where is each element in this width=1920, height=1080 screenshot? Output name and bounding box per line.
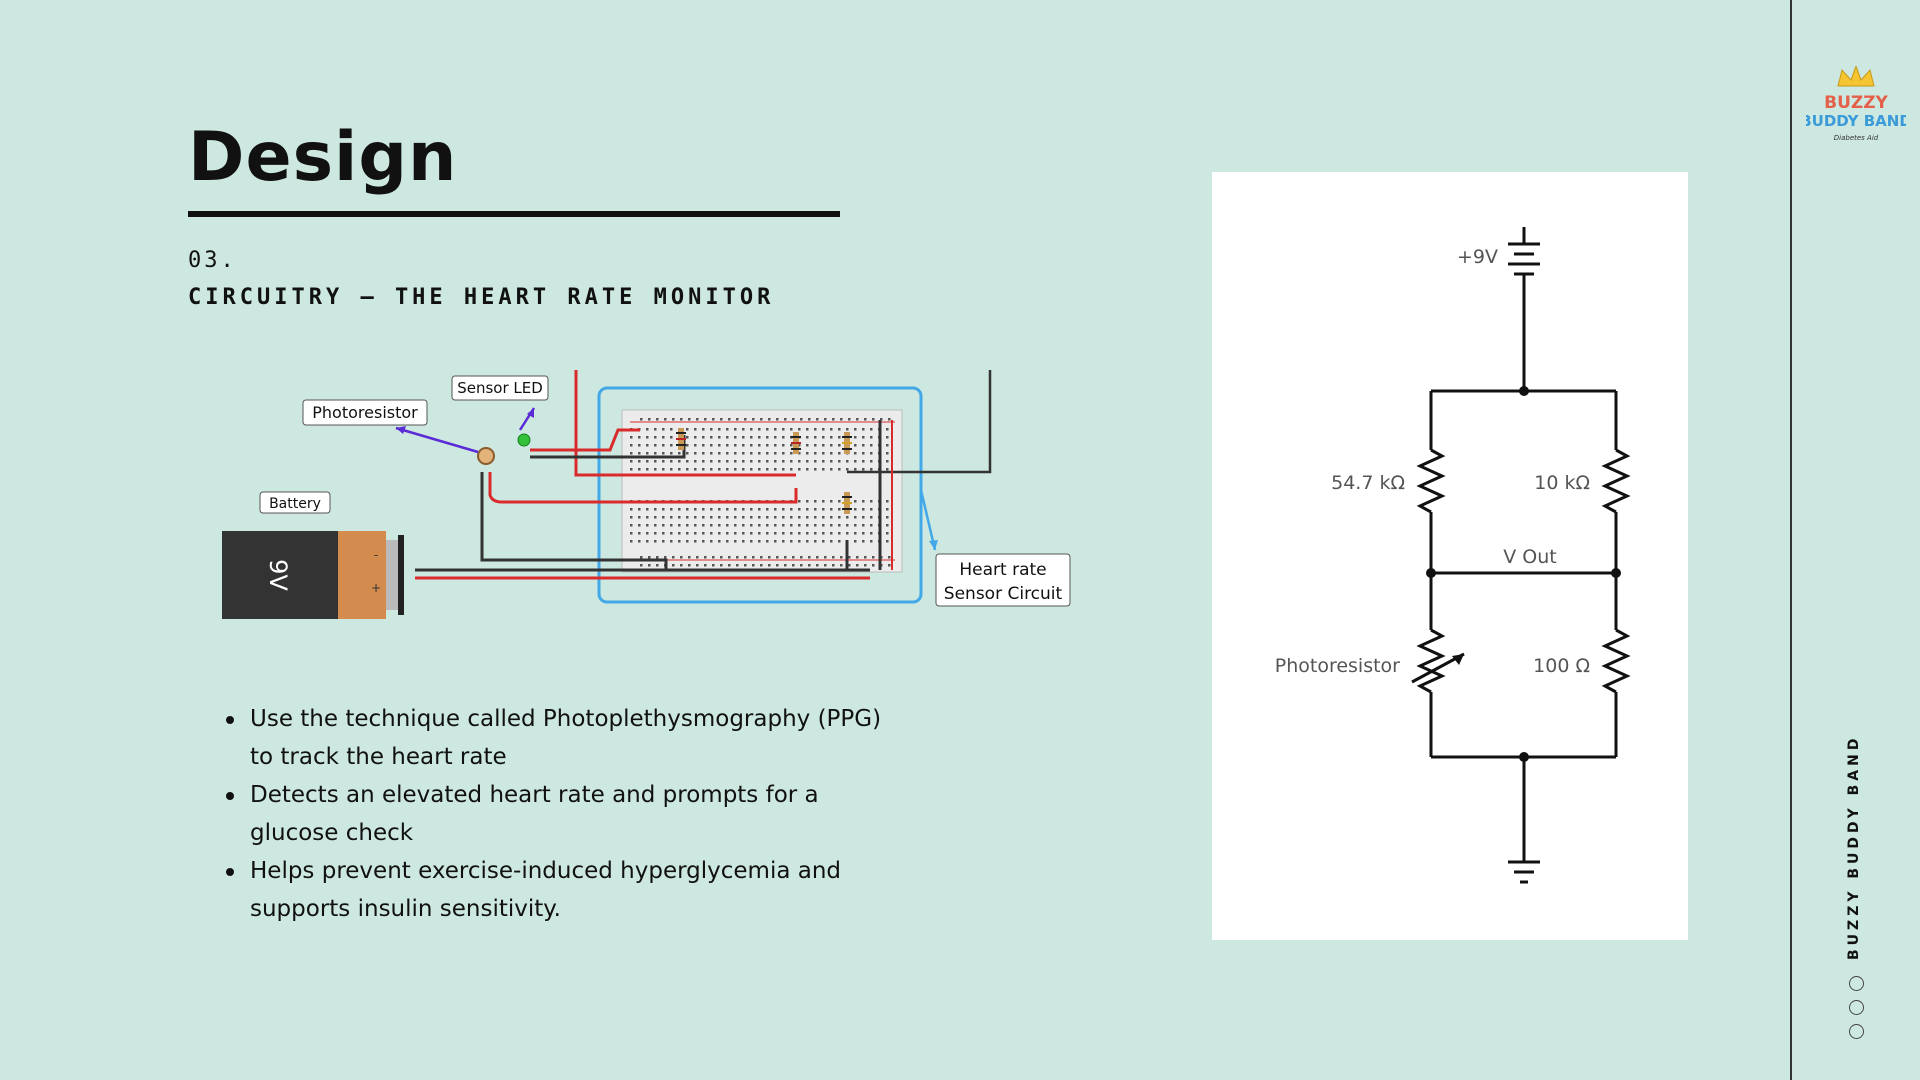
bullet-item: Helps prevent exercise-induced hyperglyc…	[226, 852, 890, 928]
resistor-4	[842, 492, 852, 514]
svg-text:9V: 9V	[264, 559, 292, 591]
wire-black-photo	[480, 472, 668, 570]
label-supply: +9V	[1457, 246, 1498, 268]
svg-text:+: +	[371, 581, 381, 595]
breadboard	[621, 409, 903, 573]
resistor-2	[791, 432, 801, 454]
sidebar-divider	[1790, 0, 1792, 1080]
title-underline	[188, 211, 840, 217]
svg-text:Diabetes Aid: Diabetes Aid	[1834, 134, 1879, 142]
slide-title: Design	[188, 118, 458, 197]
bullet-list: Use the technique called Photoplethysmog…	[210, 700, 890, 928]
svg-text:Photoresistor: Photoresistor	[312, 403, 418, 422]
wire-red-top	[574, 370, 796, 477]
svg-text:Battery: Battery	[269, 496, 321, 512]
wire-red-photo	[488, 472, 798, 504]
nav-dot[interactable]	[1849, 1000, 1864, 1015]
resistor-3	[842, 432, 852, 454]
label-r3: 100 Ω	[1533, 655, 1590, 677]
label-sensor-led: Sensor LED	[451, 375, 549, 401]
label-vout: V Out	[1503, 546, 1556, 568]
svg-text:BUDDY BAND: BUDDY BAND	[1806, 112, 1906, 130]
circuit-schematic: +9V 54.7 kΩ 10 kΩ V Out Photoresistor 10…	[1275, 227, 1631, 884]
battery-9v: 9V - +	[222, 531, 404, 619]
label-r1: 54.7 kΩ	[1331, 472, 1405, 494]
svg-text:Sensor Circuit: Sensor Circuit	[944, 584, 1063, 604]
crown-icon	[1837, 66, 1875, 87]
label-photoresistor: Photoresistor	[1275, 655, 1400, 677]
label-r2: 10 kΩ	[1534, 472, 1590, 494]
nav-dot[interactable]	[1849, 1024, 1864, 1039]
breadboard-diagram: Sensor LED Photoresistor Battery Heart r…	[222, 370, 1071, 619]
svg-text:-: -	[374, 548, 378, 562]
svg-text:Sensor LED: Sensor LED	[457, 379, 543, 397]
label-battery: Battery	[259, 491, 331, 514]
breadboard-holes	[630, 418, 891, 567]
slide-nav-dots	[1849, 976, 1865, 1048]
label-heart-rate-circuit: Heart rate Sensor Circuit	[935, 553, 1071, 607]
schematic-panel: +9V 54.7 kΩ 10 kΩ V Out Photoresistor 10…	[1212, 172, 1688, 940]
brand-logo: BUZZY BUDDY BAND Diabetes Aid	[1806, 66, 1906, 142]
section-title: CIRCUITRY – THE HEART RATE MONITOR	[188, 285, 775, 310]
svg-text:Heart rate: Heart rate	[959, 560, 1046, 580]
wire-black-right	[847, 370, 992, 474]
photoresistor-component	[477, 447, 495, 465]
svg-text:BUZZY: BUZZY	[1824, 93, 1888, 113]
sensor-led	[517, 433, 531, 447]
nav-dot[interactable]	[1849, 976, 1864, 991]
label-photoresistor: Photoresistor	[302, 399, 428, 426]
section-number: 03.	[188, 248, 237, 273]
bullet-item: Use the technique called Photoplethysmog…	[226, 700, 890, 776]
wire-red-led	[530, 428, 640, 452]
bullet-item: Detects an elevated heart rate and promp…	[226, 776, 890, 852]
brand-vertical-text: BUZZY BUDDY BAND	[1846, 734, 1862, 960]
resistor-1	[676, 428, 686, 450]
